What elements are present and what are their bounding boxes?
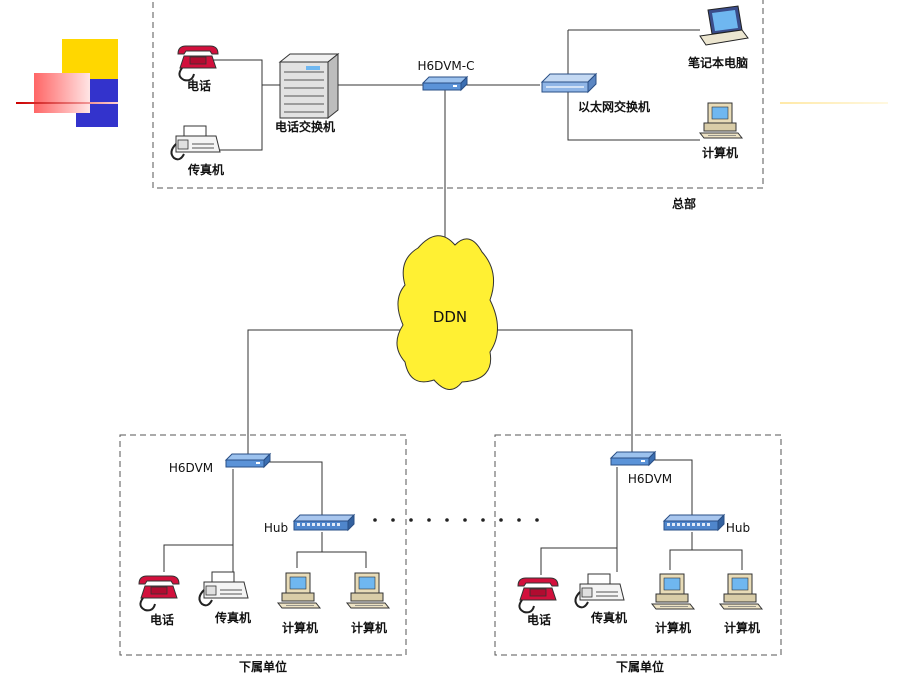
hq-h6dvm-c-label: H6DVM-C bbox=[418, 59, 475, 73]
left-phone-label: 电话 bbox=[150, 612, 174, 627]
right-region-label: 下属单位 bbox=[616, 659, 664, 674]
right-hub-icon bbox=[663, 514, 725, 531]
hq-computer-label: 计算机 bbox=[702, 145, 738, 160]
left-fax-label: 传真机 bbox=[214, 610, 251, 625]
right-phone-icon bbox=[517, 577, 559, 614]
branch-right-region-box bbox=[494, 434, 782, 656]
hq-phone-icon bbox=[177, 45, 219, 82]
right-fax-label: 传真机 bbox=[590, 610, 627, 625]
pbx-label: 电话交换机 bbox=[275, 119, 335, 134]
left-h6dvm-label: H6DVM bbox=[169, 461, 213, 475]
branch-left-region-box bbox=[119, 434, 407, 656]
connection-lines bbox=[163, 29, 743, 575]
ellipsis-dots bbox=[373, 518, 539, 522]
ethernet-switch-icon bbox=[540, 72, 598, 94]
hq-region-box bbox=[152, 0, 764, 189]
left-h6dvm-icon bbox=[225, 453, 271, 468]
right-phone-label: 电话 bbox=[527, 612, 551, 627]
laptop-icon bbox=[699, 5, 749, 46]
decorative-corner bbox=[16, 39, 888, 127]
left-region-label: 下属单位 bbox=[239, 659, 287, 674]
right-fax-icon bbox=[574, 573, 625, 609]
left-hub-icon bbox=[293, 514, 355, 531]
hq-region-label: 总部 bbox=[672, 196, 696, 211]
left-computer-1-icon bbox=[277, 572, 321, 609]
hq-phone-label: 电话 bbox=[187, 78, 211, 93]
ddn-cloud bbox=[396, 235, 498, 390]
left-phone-icon bbox=[138, 575, 180, 612]
left-computer-2-icon bbox=[346, 572, 390, 609]
hq-fax-label: 传真机 bbox=[187, 162, 224, 177]
right-computer-2-icon bbox=[719, 573, 763, 610]
left-hub-label: Hub bbox=[264, 521, 288, 535]
ethernet-switch-label: 以太网交换机 bbox=[578, 99, 650, 114]
right-hub-label: Hub bbox=[726, 521, 750, 535]
left-computer-1-label: 计算机 bbox=[282, 620, 318, 635]
ddn-cloud-label: DDN bbox=[433, 308, 467, 326]
left-fax-icon bbox=[198, 571, 249, 607]
right-computer-1-icon bbox=[651, 573, 695, 610]
right-computer-1-label: 计算机 bbox=[655, 620, 691, 635]
right-computer-2-label: 计算机 bbox=[724, 620, 760, 635]
pbx-icon bbox=[278, 52, 340, 120]
hq-fax-icon bbox=[170, 125, 221, 161]
left-computer-2-label: 计算机 bbox=[351, 620, 387, 635]
right-h6dvm-icon bbox=[610, 451, 656, 466]
right-h6dvm-label: H6DVM bbox=[628, 472, 672, 486]
hq-h6dvm-c-icon bbox=[422, 76, 468, 91]
laptop-label: 笔记本电脑 bbox=[688, 55, 748, 70]
hq-computer-icon bbox=[699, 102, 743, 139]
